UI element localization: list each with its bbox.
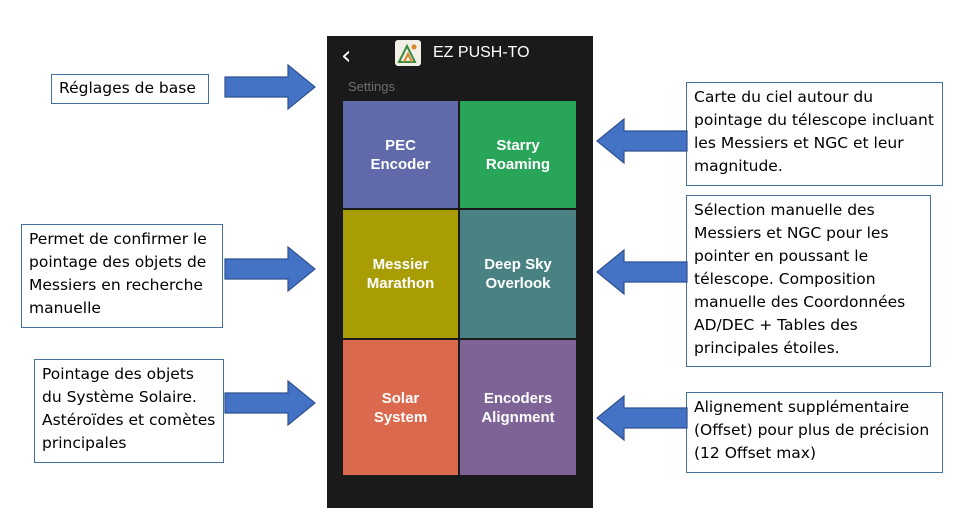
settings-section-label: Settings [348, 79, 395, 94]
tile-starry-roaming-label: Starry Roaming [485, 136, 551, 173]
tile-pec-encoder[interactable]: PEC Encoder [343, 101, 458, 208]
tile-solar-system[interactable]: Solar System [343, 340, 458, 475]
tile-messier-marathon[interactable]: Messier Marathon [343, 210, 458, 338]
tile-solar-system-label: Solar System [373, 389, 428, 426]
annotation-alignment: Alignement supplémentaire (Offset) pour … [686, 392, 943, 473]
annotation-sky-map: Carte du ciel autour du pointage du téle… [686, 82, 943, 186]
tile-encoders-alignment-label: Encoders Alignment [481, 389, 555, 426]
app-logo-icon [395, 40, 421, 66]
back-chevron-icon[interactable]: ‹ [341, 41, 352, 71]
annotation-messier: Permet de confirmer le pointage des obje… [21, 224, 223, 328]
arrow-right-icon [224, 246, 316, 292]
annotation-solar-system: Pointage des objets du Système Solaire. … [34, 359, 224, 463]
arrow-right-icon [224, 64, 316, 110]
arrow-left-icon [596, 118, 688, 164]
arrow-left-icon [596, 249, 688, 295]
tile-messier-marathon-label: Messier Marathon [366, 256, 435, 292]
annotation-deep-sky: Sélection manuelle des Messiers et NGC p… [686, 195, 931, 367]
arrow-left-icon [596, 395, 688, 441]
arrow-right-icon [224, 380, 316, 426]
tile-starry-roaming[interactable]: Starry Roaming [460, 101, 576, 208]
tile-deep-sky-overlook[interactable]: Deep Sky Overlook [460, 210, 576, 338]
tile-encoders-alignment[interactable]: Encoders Alignment [460, 340, 576, 475]
tile-deep-sky-overlook-label: Deep Sky Overlook [484, 256, 552, 292]
phone-screen: ‹ EZ PUSH-TO Settings PEC Encoder Starry… [327, 36, 593, 508]
tile-pec-encoder-label: PEC Encoder [370, 136, 431, 173]
app-title: EZ PUSH-TO [433, 44, 530, 61]
annotation-base-settings: Réglages de base [51, 74, 209, 104]
